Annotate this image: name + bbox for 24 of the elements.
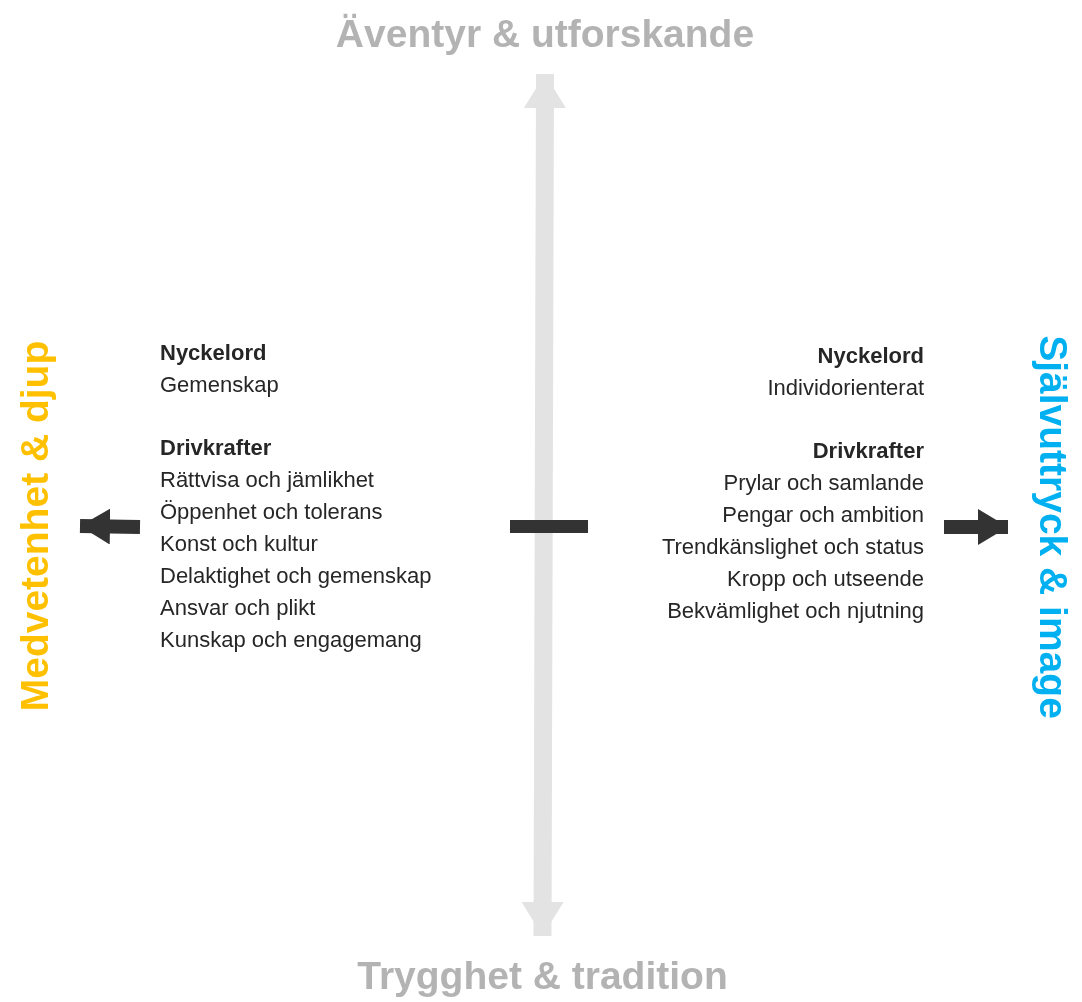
axis-label: Medvetenhet & djup [12,320,58,732]
axis-label: Äventyr & utforskande [300,10,790,58]
list-item: Trendkänslighet och status [661,533,924,561]
list-item: Rättvisa och jämlikhet [160,466,374,494]
list-item: Pengar och ambition [722,501,924,529]
heading: Nyckelord [160,339,267,367]
list-item: Gemenskap [160,371,279,399]
axis-label: Självuttryck & image [1030,315,1076,739]
list-item: Delaktighet och gemenskap [160,562,432,590]
list-item: Kunskap och engagemang [160,626,422,654]
heading: Nyckelord [817,342,924,370]
list-item: Konst och kultur [160,530,318,558]
arrow [521,73,566,937]
arrow [944,509,1008,545]
list-item: Prylar och samlande [723,469,924,497]
list-item: Bekvämlighet och njutning [667,597,924,625]
heading: Drivkrafter [812,437,924,465]
axis-label: Trygghet & tradition [320,952,765,1000]
list-item: Individorienterat [767,374,924,402]
arrow [79,508,141,545]
list-item: Kropp och utseende [727,565,924,593]
heading: Drivkrafter [160,434,272,462]
list-item: Ansvar och plikt [160,594,316,622]
list-item: Öppenhet och tolerans [160,498,383,526]
